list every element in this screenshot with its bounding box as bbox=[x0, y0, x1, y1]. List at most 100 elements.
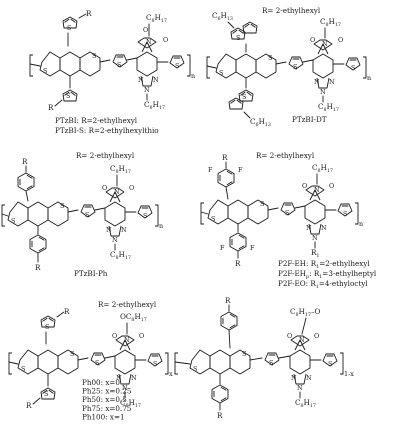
legend-line-2: PTzBI-S: R=2-ethylhexylthio bbox=[55, 126, 159, 135]
atom-s: S bbox=[43, 67, 47, 75]
atom-s: S bbox=[21, 365, 25, 373]
atom-n: N bbox=[321, 224, 327, 232]
polymer-name: PTzBI-DT bbox=[292, 115, 327, 124]
atom-n: N bbox=[306, 224, 312, 232]
atom-r: R bbox=[26, 401, 32, 410]
atom-s: S bbox=[236, 34, 240, 42]
fluorophenyl-bottom bbox=[229, 232, 247, 252]
atom-o: O bbox=[129, 184, 134, 192]
atom-o: O bbox=[143, 26, 148, 34]
atom-s: S bbox=[117, 61, 121, 69]
atom-n: N bbox=[297, 384, 303, 392]
series-legend-item: Ph25: x=0.25 bbox=[82, 387, 132, 396]
repeat-n: n bbox=[367, 74, 371, 82]
c8h17o-label: C8H17–O bbox=[290, 307, 321, 318]
atom-s: S bbox=[66, 92, 70, 100]
hexyl-label: C6H13 bbox=[250, 117, 271, 128]
atom-n: N bbox=[122, 384, 128, 392]
atom-s: S bbox=[44, 390, 48, 398]
ph-phenyl-top bbox=[220, 311, 238, 331]
legend-line-1: PTzBI: R=2-ethylhexyl bbox=[55, 116, 138, 125]
atom-s: S bbox=[175, 62, 179, 70]
atom-s: S bbox=[95, 359, 99, 367]
panel-ptzbi-ph: R R= 2-ethylhexyl S S R S O O N C8H17 N … bbox=[1, 151, 163, 278]
panel-ph-series: R= 2-ethylhexyl R S S S S R S O O N OC8H… bbox=[8, 296, 354, 421]
atom-f: F bbox=[220, 244, 225, 252]
panel-ptzbi-dt: R= 2-ethylhexyl C6H13 S S S S C6H13 S O … bbox=[206, 6, 371, 128]
repeat-n: n bbox=[191, 72, 195, 80]
atom-r: R bbox=[48, 103, 54, 112]
atom-n: N bbox=[320, 88, 326, 96]
atom-s: S bbox=[92, 52, 96, 60]
series-legend-item: Ph00: x=0 bbox=[82, 378, 120, 387]
dt-thiophene-bottom-b bbox=[228, 97, 244, 110]
atom-s: S bbox=[351, 64, 355, 72]
octyl-label: C8H17 bbox=[110, 250, 131, 261]
r-definition: R= 2-ethylhexyl bbox=[262, 6, 321, 15]
atom-s: S bbox=[219, 69, 223, 77]
repeat-n: n bbox=[159, 222, 163, 230]
atom-s: S bbox=[67, 24, 71, 32]
atom-n: N bbox=[131, 374, 137, 382]
octyl-label: C8H17 bbox=[110, 164, 131, 175]
panel-ptzbi: R S S S S R S O O N C8H17 N N N bbox=[29, 9, 195, 135]
atom-s: S bbox=[242, 93, 246, 101]
atom-n: N bbox=[322, 40, 328, 48]
atom-s: S bbox=[242, 350, 246, 358]
atom-n: N bbox=[299, 336, 305, 344]
series-legend-item: Ph75: x=0.75 bbox=[82, 404, 132, 413]
hexyl-label: C6H13 bbox=[212, 11, 233, 22]
atom-s: S bbox=[269, 359, 273, 367]
atom-s: S bbox=[11, 217, 15, 225]
octyl-label: C8H17 bbox=[312, 163, 333, 174]
atom-r: R bbox=[235, 259, 241, 268]
atom-s: S bbox=[268, 54, 272, 62]
repeat-1-minus-x: 1-x bbox=[344, 370, 354, 378]
fluorophenyl-top bbox=[217, 168, 235, 188]
atom-r: R bbox=[217, 411, 223, 420]
atom-r: R bbox=[86, 9, 92, 18]
octyl-label: C8H17 bbox=[295, 398, 316, 409]
atom-n: N bbox=[306, 374, 312, 382]
atom-s: S bbox=[153, 360, 157, 368]
octyl-label: C8H17 bbox=[320, 17, 341, 28]
atom-n: N bbox=[291, 374, 297, 382]
dt-thiophene-top-b bbox=[242, 21, 258, 34]
atom-s: S bbox=[85, 211, 89, 219]
atom-r: R bbox=[222, 153, 228, 162]
octyl-label: C8H17 bbox=[144, 100, 165, 111]
atom-s: S bbox=[293, 63, 297, 71]
series-legend-item: Ph50: x=0.5 bbox=[82, 395, 127, 404]
atom-o: O bbox=[112, 332, 117, 340]
atom-n: N bbox=[106, 226, 112, 234]
atom-o: O bbox=[329, 182, 334, 190]
r-definition: R= 2-ethylhexyl bbox=[98, 300, 157, 309]
atom-n: N bbox=[314, 78, 320, 86]
octyl-label: C8H17 bbox=[146, 13, 167, 24]
atom-o: O bbox=[139, 332, 144, 340]
atom-s: S bbox=[343, 210, 347, 218]
atom-s: S bbox=[328, 360, 332, 368]
atom-r: R bbox=[225, 296, 231, 305]
atom-n: N bbox=[112, 236, 118, 244]
atom-n: N bbox=[312, 234, 318, 242]
atom-s: S bbox=[45, 323, 49, 331]
atom-f: F bbox=[250, 244, 255, 252]
series-legend-item: Ph100: x=1 bbox=[82, 412, 125, 421]
atom-s: S bbox=[285, 209, 289, 217]
atom-f: F bbox=[238, 166, 243, 174]
atom-o: O bbox=[287, 332, 292, 340]
oc8h17-label: OC8H17 bbox=[120, 312, 147, 323]
p2f-eo-legend: P2F-EO: R1=4-ethyloctyl bbox=[278, 279, 368, 290]
atom-o: O bbox=[163, 36, 168, 44]
octyl-label: C8H17 bbox=[120, 398, 141, 409]
p2f-ehp-legend: P2F-EHp: R1=3-ethylheptyl bbox=[278, 269, 377, 280]
p2f-eh-legend: P2F-EH: R1=2-ethylhexyl bbox=[278, 259, 370, 270]
atom-s: S bbox=[260, 200, 264, 208]
atom-n: N bbox=[329, 78, 335, 86]
r-definition: R= 2-ethylhexyl bbox=[76, 151, 135, 160]
atom-n: N bbox=[121, 226, 127, 234]
repeat-x: x bbox=[169, 370, 173, 378]
